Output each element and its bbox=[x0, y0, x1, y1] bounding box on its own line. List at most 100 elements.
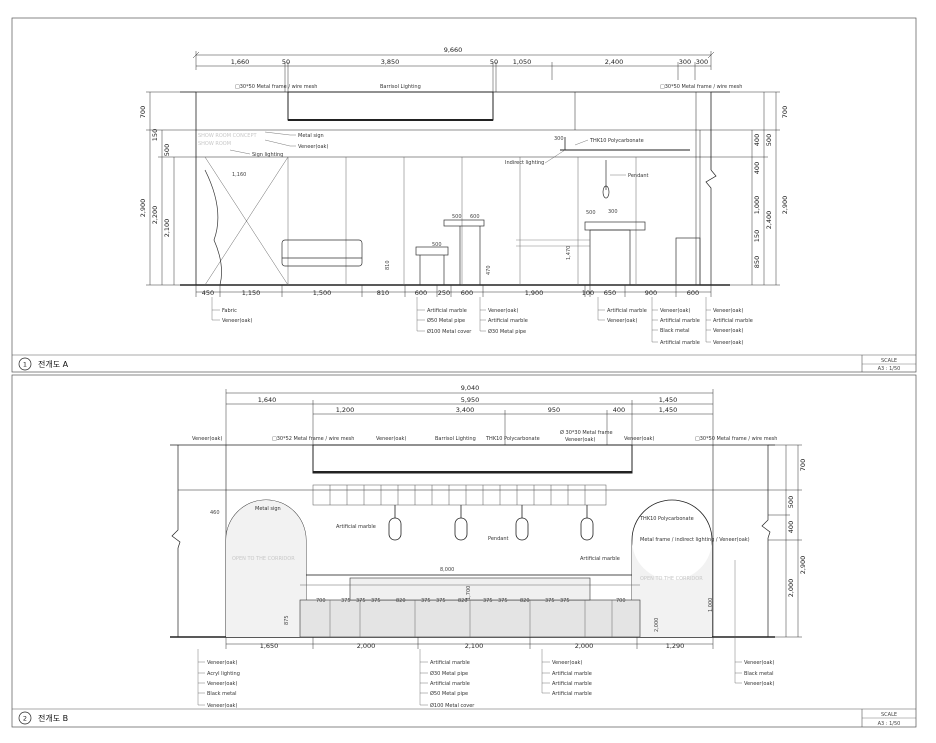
callout-a-top-8: Pendant bbox=[628, 173, 648, 179]
counter-dim-b-2: 375 bbox=[356, 598, 366, 604]
dim-a-right-0: 700 bbox=[781, 106, 789, 118]
inner-dim-b-4: 1,000 bbox=[708, 598, 714, 612]
dim-a-left-5: 2,100 bbox=[163, 219, 171, 238]
callout-a-c4-1: Veneer(oak) bbox=[607, 318, 637, 324]
dim-b-right-0: 700 bbox=[799, 459, 807, 471]
slat-panels-b bbox=[312, 484, 607, 506]
dim-chain-a-right bbox=[711, 91, 780, 286]
callout-a-c6-3: Veneer(oak) bbox=[713, 340, 743, 346]
callout-b-top-7: Veneer(oak) bbox=[624, 436, 654, 442]
dim-a-top-4: 1,050 bbox=[513, 58, 532, 66]
counter-dim-b-9: 375 bbox=[498, 598, 508, 604]
callout-b-c2-4: Ø100 Metal cover bbox=[430, 702, 475, 709]
dim-a-right-7: 150 bbox=[753, 230, 761, 242]
callout-a-top-0: □30*50 Metal frame / wire mesh bbox=[235, 84, 317, 90]
callout-a-top-5: Sign lighting bbox=[252, 152, 283, 158]
callout-b-top-8: □30*50 Metal frame / wire mesh bbox=[695, 436, 777, 442]
callout-a-c2-2: Ø100 Metal cover bbox=[427, 328, 472, 335]
callout-b-mid-1: Artificial marble bbox=[336, 524, 376, 530]
drawing-number-b: 2 bbox=[23, 715, 27, 723]
inner-dim-a-6: 1,470 bbox=[566, 246, 572, 260]
callout-b-c2-3: Ø50 Metal pipe bbox=[430, 690, 468, 697]
leader-lines-a bbox=[229, 131, 626, 176]
callout-a-c1-0: Fabric bbox=[222, 308, 237, 314]
leader-lines-a-bottom bbox=[211, 297, 711, 343]
counter-dim-b-10: 820 bbox=[520, 598, 530, 604]
dim-b-top2-0: 1,200 bbox=[336, 406, 355, 414]
callout-a-c5-2: Black metal bbox=[660, 328, 689, 334]
callouts-b-top: Veneer(oak) □30*52 Metal frame / wire me… bbox=[192, 429, 777, 443]
dim-a-right-4: 1,000 bbox=[753, 196, 761, 215]
scale-label-b: SCALE bbox=[881, 712, 897, 718]
inner-dim-b-0: 8,000 bbox=[440, 567, 454, 573]
ghost-text-b-1: OPEN TO THE CORRIDOR bbox=[640, 576, 703, 582]
drawing-number-circle-a bbox=[18, 357, 32, 371]
callout-b-mid-3: Artificial marble bbox=[580, 556, 620, 562]
callouts-b-bottom: Veneer(oak) Acryl lighting Veneer(oak) B… bbox=[207, 660, 774, 709]
dim-chain-a-top bbox=[196, 62, 711, 92]
counter-dim-b-12: 375 bbox=[560, 598, 570, 604]
dim-a-bottom-11: 600 bbox=[687, 289, 699, 297]
ghost-text-a-0: SHOW ROOM CONCEPT bbox=[198, 133, 257, 139]
dim-b-right-4: 2,000 bbox=[787, 579, 795, 598]
inner-dims-a: 1,160 500 600 500 810 470 1,470 500 300 … bbox=[232, 136, 618, 275]
elevation-a: 9,660 1,660 50 3,850 50 1,050 2,400 300 … bbox=[12, 46, 916, 372]
dim-b-bottom-4: 1,290 bbox=[666, 642, 685, 650]
dim-a-right-2: 500 bbox=[765, 134, 773, 146]
callout-a-c5-1: Artificial marble bbox=[660, 318, 700, 324]
dim-b-top2-1: 3,400 bbox=[456, 406, 475, 414]
callout-b-top-0: Veneer(oak) bbox=[192, 436, 222, 442]
counter-dim-b-3: 375 bbox=[371, 598, 381, 604]
callout-b-top-2: Veneer(oak) bbox=[376, 436, 406, 442]
dim-a-top-1: 50 bbox=[282, 58, 290, 66]
dim-b-right-2: 400 bbox=[787, 521, 795, 533]
inner-dim-a-9: 300 bbox=[554, 136, 564, 142]
sheet-frame-b bbox=[11, 374, 917, 728]
dim-b-top1-1: 5,950 bbox=[461, 396, 480, 404]
dim-chain-a-left bbox=[146, 91, 196, 286]
dim-a-right-6: 2,900 bbox=[781, 196, 789, 215]
drawing-title-a: 전개도 A bbox=[38, 359, 69, 369]
dim-a-bottom-0: 450 bbox=[202, 289, 214, 297]
leader-lines-b-bottom bbox=[197, 560, 742, 706]
glass-panels-a bbox=[204, 156, 637, 286]
callout-b-c1-2: Veneer(oak) bbox=[207, 681, 237, 687]
counter-dim-b-11: 375 bbox=[545, 598, 555, 604]
dim-a-bottom-3: 810 bbox=[377, 289, 389, 297]
dim-b-top1-2: 1,450 bbox=[659, 396, 678, 404]
callout-a-c6-1: Artificial marble bbox=[713, 318, 753, 324]
callout-a-top-4: Veneer(oak) bbox=[298, 144, 328, 150]
inner-dim-a-7: 500 bbox=[586, 210, 596, 216]
callout-b-top-3: Barrisol Lighting bbox=[435, 436, 476, 442]
dim-a-left-3: 2,900 bbox=[139, 199, 147, 218]
pendants-b bbox=[388, 505, 594, 541]
dim-a-right-5: 2,400 bbox=[765, 211, 773, 230]
counter-dims-b: 700 375 375 375 820 375 375 820 375 375 … bbox=[316, 598, 626, 604]
counter-dim-b-5: 375 bbox=[421, 598, 431, 604]
dim-b-right-3: 2,900 bbox=[799, 556, 807, 575]
callout-b-top-6: Veneer(oak) bbox=[565, 437, 595, 443]
callout-b-c1-3: Black metal bbox=[207, 691, 236, 697]
callout-b-top-5: Ø 30*30 Metal frame bbox=[560, 429, 613, 436]
callout-b-c1-0: Veneer(oak) bbox=[207, 660, 237, 666]
dim-a-top-6: 300 bbox=[679, 58, 691, 66]
drawing-number-circle-b bbox=[18, 711, 32, 725]
dim-chain-b-bottom bbox=[225, 637, 714, 649]
callout-a-c1-1: Veneer(oak) bbox=[222, 318, 252, 324]
counter-dim-b-6: 375 bbox=[436, 598, 446, 604]
callouts-b-mid: Metal sign Artificial marble Pendant Art… bbox=[232, 506, 750, 582]
dim-a-right-3: 400 bbox=[753, 162, 761, 174]
dim-a-top-3: 50 bbox=[490, 58, 498, 66]
dim-a-left-1: 150 bbox=[151, 129, 159, 141]
callout-a-top-7: Indirect lighting bbox=[505, 160, 544, 166]
callout-b-c4-2: Veneer(oak) bbox=[744, 681, 774, 687]
callout-b-mid-0: Metal sign bbox=[255, 506, 281, 512]
callout-b-mid-4: THK10 Polycarbonate bbox=[639, 516, 694, 522]
counter-dim-b-7: 820 bbox=[458, 598, 468, 604]
callout-b-c1-1: Acryl lighting bbox=[207, 671, 240, 677]
dim-a-bottom-5: 250 bbox=[438, 289, 450, 297]
callout-a-c3-0: Veneer(oak) bbox=[488, 308, 518, 314]
dim-a-bottom-2: 1,500 bbox=[313, 289, 332, 297]
counter-b bbox=[299, 577, 641, 638]
arch-fill-b bbox=[226, 500, 712, 637]
